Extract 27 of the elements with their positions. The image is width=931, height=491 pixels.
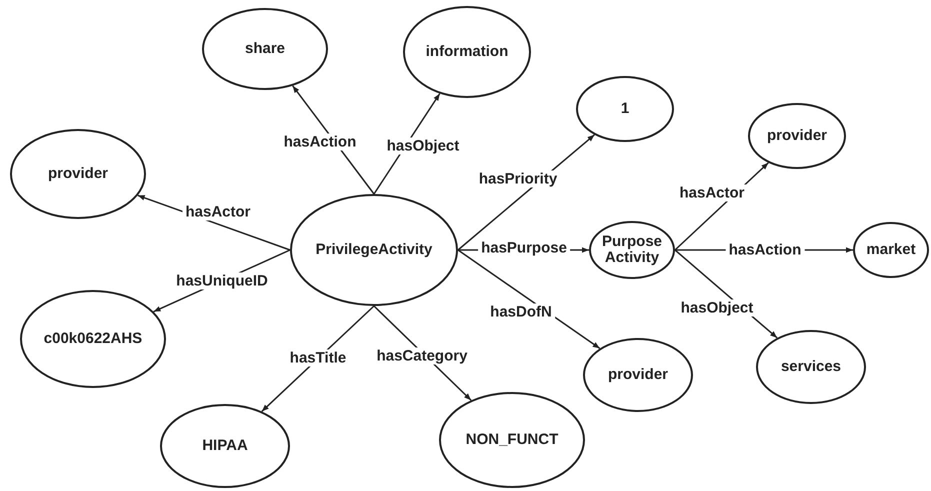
node-label: PrivilegeActivity xyxy=(316,242,432,258)
ellipse-node xyxy=(10,129,146,219)
ellipse-node xyxy=(439,392,585,488)
node-label: provider xyxy=(48,166,108,182)
ellipse-node xyxy=(756,330,866,404)
ellipse-node xyxy=(576,76,674,142)
node-label: information xyxy=(426,44,508,60)
node-label: 1 xyxy=(620,100,630,118)
ellipse-node xyxy=(403,6,531,98)
node-label: share xyxy=(244,40,286,58)
ellipse-node xyxy=(202,8,328,90)
node-label: c00k0622AHS xyxy=(44,330,142,348)
node-label: provider xyxy=(766,128,827,144)
ellipse-node xyxy=(160,404,290,488)
node-label: NON_FUNCT xyxy=(466,432,558,448)
edge-label: hasPurpose xyxy=(478,240,570,256)
ellipse-node xyxy=(589,221,675,279)
node-label: market xyxy=(866,242,916,258)
node-label: provider xyxy=(608,366,668,384)
ellipse-node xyxy=(583,338,693,412)
node-label: services xyxy=(780,358,842,376)
node-label: HIPAA xyxy=(202,438,248,454)
node-label: Purpose Activity xyxy=(600,234,663,266)
ellipse-node xyxy=(20,290,166,388)
ellipse-node xyxy=(748,103,846,169)
ellipse-node xyxy=(853,222,929,278)
ellipse-node xyxy=(290,194,458,306)
